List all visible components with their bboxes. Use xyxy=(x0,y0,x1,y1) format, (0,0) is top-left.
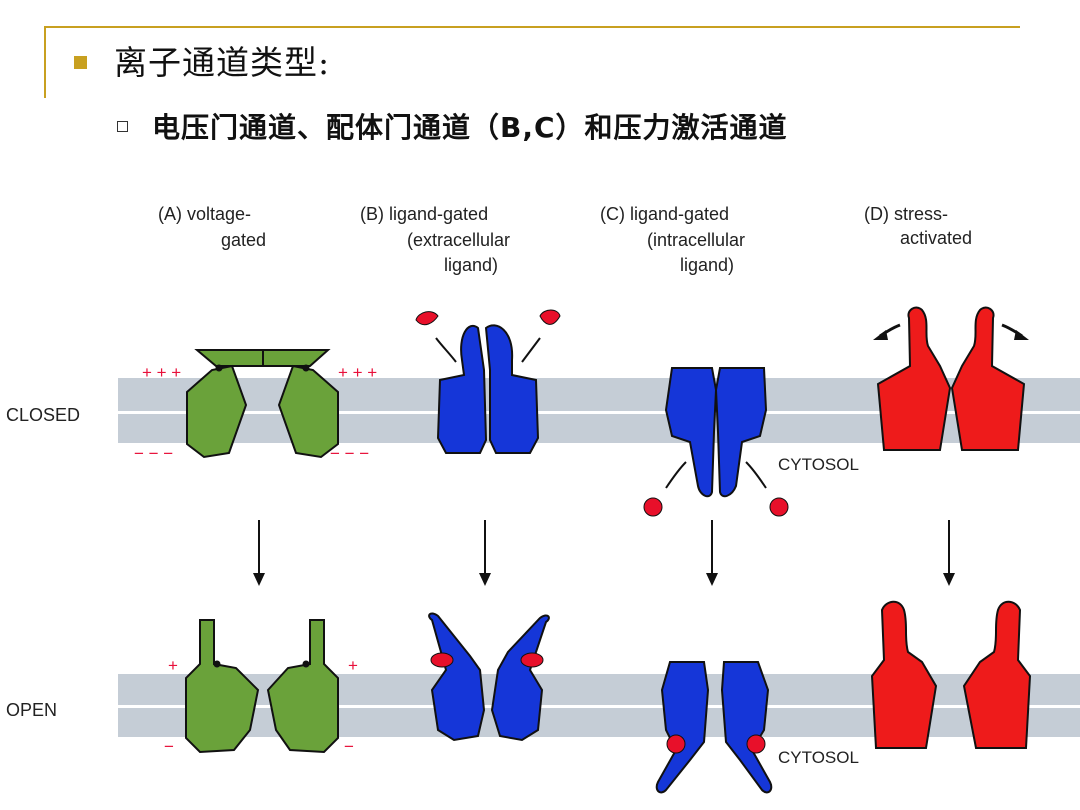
cytosol-label-closed: CYTOSOL xyxy=(778,455,859,474)
ligand-arrow-c-left xyxy=(665,461,687,489)
subtitle-bullet xyxy=(117,121,128,132)
column-label-a: (A) voltage- gated xyxy=(158,204,266,250)
ligand-arrow-c-right xyxy=(745,461,767,489)
ligand-channel-extracellular-closed xyxy=(436,324,540,454)
column-label-b: (B) ligand-gated (extracellular ligand) xyxy=(360,204,510,275)
voltage-channel-open xyxy=(185,619,339,754)
header-rule xyxy=(44,26,1020,28)
svg-text:(extracellular: (extracellular xyxy=(407,230,510,250)
svg-text:(B) ligand-gated: (B) ligand-gated xyxy=(360,204,488,224)
ligand-drop-c-left xyxy=(643,497,663,517)
column-label-d: (D) stress- activated xyxy=(864,204,972,248)
stress-arrow-left xyxy=(873,323,901,340)
ligand-bound-c-left xyxy=(666,734,686,754)
svg-text:(D) stress-: (D) stress- xyxy=(864,204,948,224)
ligand-drop-b-right xyxy=(521,309,561,363)
charge-negative-left: − − − xyxy=(134,444,173,463)
state-label-open: OPEN xyxy=(6,700,57,720)
transition-arrow-c xyxy=(706,520,718,586)
stress-channel-open xyxy=(870,600,1032,749)
charge-positive-left: + + + xyxy=(142,363,181,382)
stress-channel-closed xyxy=(876,306,1026,451)
charge-positive-open-left: + xyxy=(168,656,178,675)
svg-text:activated: activated xyxy=(900,228,972,248)
svg-text:(C) ligand-gated: (C) ligand-gated xyxy=(600,204,729,224)
voltage-channel-closed xyxy=(186,349,339,459)
column-label-c: (C) ligand-gated (intracellular ligand) xyxy=(600,204,745,275)
ligand-bound-b-right xyxy=(520,652,544,668)
svg-text:ligand): ligand) xyxy=(680,255,734,275)
charge-positive-right: + + + xyxy=(338,363,377,382)
ligand-channel-intracellular-open xyxy=(655,661,773,794)
slide-subtitle: 电压门通道、配体门通道（B,C）和压力激活通道 xyxy=(152,111,788,144)
state-label-closed: CLOSED xyxy=(6,405,80,425)
svg-text:ligand): ligand) xyxy=(444,255,498,275)
ligand-bound-c-right xyxy=(746,734,766,754)
svg-text:(intracellular: (intracellular xyxy=(647,230,745,250)
transition-arrow-b xyxy=(479,520,491,586)
svg-text:gated: gated xyxy=(221,230,266,250)
charge-negative-right: − − − xyxy=(330,444,369,463)
stress-arrow-right xyxy=(1001,323,1029,340)
charge-positive-open-right: + xyxy=(348,656,358,675)
ion-channel-diagram: (A) voltage- gated (B) ligand-gated (ext… xyxy=(6,204,1080,794)
ligand-bound-b-left xyxy=(430,652,454,668)
voltage-open-hinge-right xyxy=(302,660,310,668)
ligand-drop-b-left xyxy=(415,311,457,363)
charge-negative-open-left: − xyxy=(164,737,174,756)
cytosol-label-open: CYTOSOL xyxy=(778,748,859,767)
transition-arrow-d xyxy=(943,520,955,586)
slide-title: 离子通道类型: xyxy=(114,43,331,82)
charge-negative-open-right: − xyxy=(344,737,354,756)
svg-text:(A) voltage-: (A) voltage- xyxy=(158,204,251,224)
transition-arrow-a xyxy=(253,520,265,586)
title-bullet xyxy=(74,56,87,69)
ligand-drop-c-right xyxy=(769,497,789,517)
ligand-channel-intracellular-closed xyxy=(664,367,768,498)
header-side-rule xyxy=(44,26,46,98)
membrane-open xyxy=(118,674,1080,737)
voltage-open-hinge-left xyxy=(213,660,221,668)
ligand-channel-extracellular-open xyxy=(428,612,550,742)
